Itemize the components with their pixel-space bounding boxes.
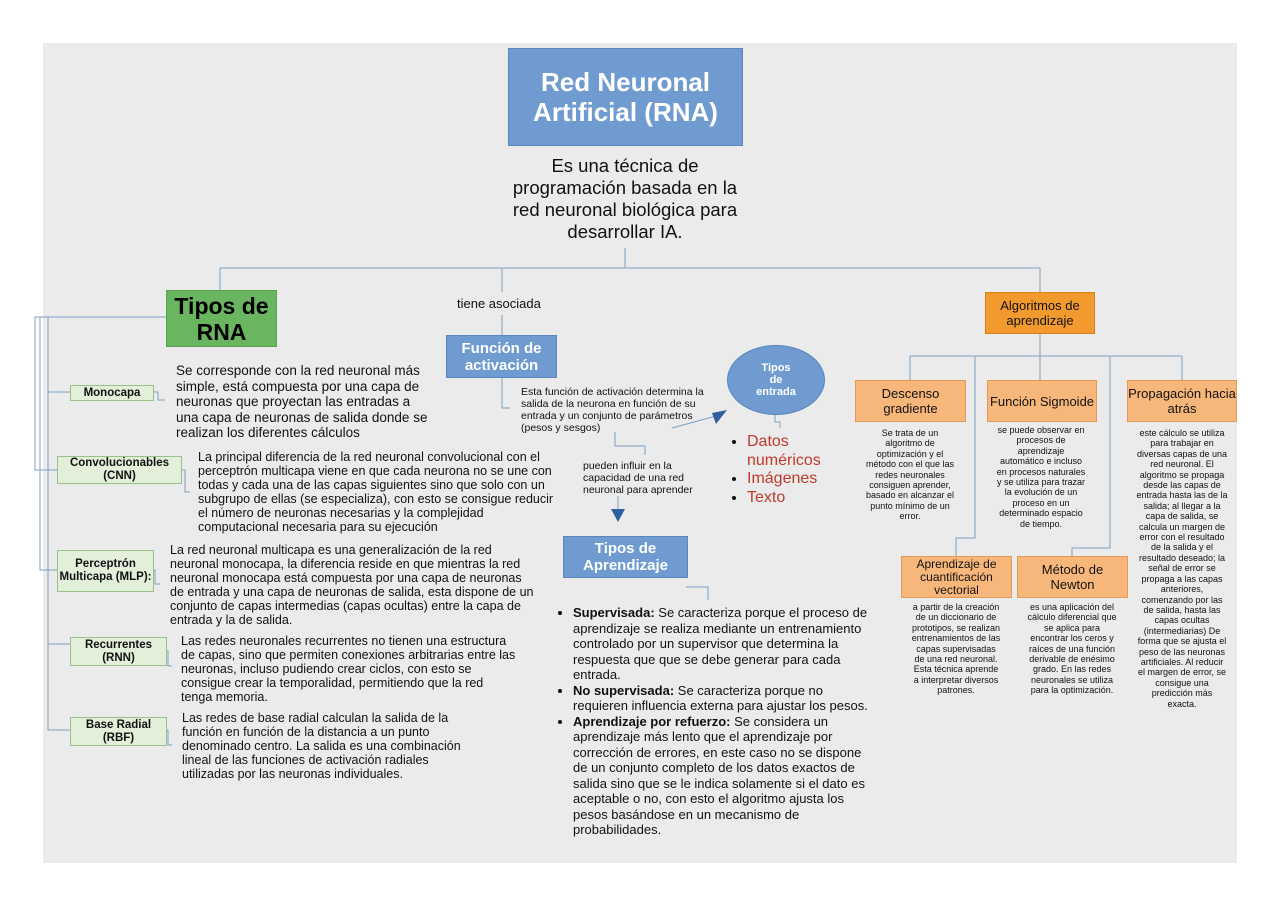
descenso-desc: Se trata de un algoritmo de optimización…	[865, 428, 955, 522]
rbf-label: Base Radial (RBF)	[85, 718, 152, 744]
funcion-activacion-title: Función de activación	[461, 339, 542, 374]
title-box: Red Neuronal Artificial (RNA)	[508, 48, 743, 146]
aprendizaje-item: Aprendizaje por refuerzo: Se considera u…	[573, 714, 869, 838]
sigmoide-box: Función Sigmoide	[987, 380, 1097, 422]
propagacion-box: Propagación hacia atrás	[1127, 380, 1237, 422]
funcion-activacion-desc: Esta función de activación determina la …	[521, 386, 704, 434]
entrada-item: Texto	[747, 489, 847, 508]
tipos-aprendizaje-title: Tipos de Aprendizaje	[582, 540, 669, 574]
main-description: Es una técnica de programación basada en…	[512, 155, 738, 242]
cuantificacion-box: Aprendizaje de cuantificación vectorial	[901, 556, 1012, 598]
aprendizaje-item: Supervisada: Se caracteriza porque el pr…	[573, 605, 869, 683]
rbf-desc: Las redes de base radial calculan la sal…	[182, 711, 461, 781]
cuantificacion-label: Aprendizaje de cuantificación vectorial	[916, 556, 997, 597]
cnn-label: Convolucionables (CNN)	[69, 457, 170, 482]
mlp-label: Perceptrón Multicapa (MLP):	[59, 558, 152, 583]
cnn-desc: La principal diferencia de la red neuron…	[198, 450, 554, 534]
descenso-box: Descenso gradiente	[855, 380, 966, 422]
mlp-desc: La red neuronal multicapa es una general…	[170, 543, 534, 627]
entrada-item: Imágenes	[747, 470, 847, 489]
funcion-activacion-box: Función de activación	[446, 335, 557, 378]
mlp-box: Perceptrón Multicapa (MLP):	[57, 550, 154, 592]
sigmoide-desc: se puede observar en procesos de aprendi…	[996, 425, 1086, 529]
aprendizaje-term: No supervisada:	[573, 682, 675, 698]
newton-label: Método de Newton	[1041, 562, 1104, 592]
tipos-rna-title: Tipos de RNA	[174, 292, 269, 345]
propagacion-desc: este cálculo se utiliza para trabajar en…	[1136, 428, 1228, 709]
rnn-label: Recurrentes (RNN)	[84, 638, 153, 664]
monocapa-box: Monocapa	[70, 385, 154, 401]
connector-tiene-asociada: tiene asociada	[457, 296, 541, 311]
cuantificacion-desc: a partir de la creación de un diccionari…	[911, 602, 1001, 696]
tipos-entrada-list: Datos numéricos Imágenes Texto	[727, 433, 847, 507]
tipos-entrada-ellipse: Tipos de entrada	[727, 345, 825, 415]
aprendizaje-text: Se considera un aprendizaje más lento qu…	[573, 713, 865, 838]
aprendizaje-term: Supervisada:	[573, 605, 655, 620]
tipos-aprendizaje-box: Tipos de Aprendizaje	[563, 536, 688, 578]
influence-text: pueden influir en la capacidad de una re…	[583, 460, 693, 496]
sigmoide-label: Función Sigmoide	[989, 393, 1095, 409]
propagacion-label: Propagación hacia atrás	[1128, 386, 1236, 416]
tipos-rna-box: Tipos de RNA	[166, 290, 277, 347]
rbf-box: Base Radial (RBF)	[70, 717, 167, 746]
newton-desc: es una aplicación del cálculo diferencia…	[1027, 602, 1117, 696]
aprendizaje-text: Se caracteriza porque el proceso de apre…	[573, 605, 868, 682]
rnn-box: Recurrentes (RNN)	[70, 637, 167, 666]
aprendizaje-item: No supervisada: Se caracteriza porque no…	[573, 683, 869, 714]
algoritmos-box: Algoritmos de aprendizaje	[985, 292, 1095, 334]
aprendizaje-text: Se caracteriza porque no requieren influ…	[573, 682, 868, 714]
tipos-aprendizaje-list: Supervisada: Se caracteriza porque el pr…	[547, 605, 869, 838]
rnn-desc: Las redes neuronales recurrentes no tien…	[181, 634, 516, 704]
page-title: Red Neuronal Artificial (RNA)	[533, 67, 718, 127]
monocapa-desc: Se corresponde con la red neuronal más s…	[176, 363, 428, 440]
newton-box: Método de Newton	[1017, 556, 1128, 598]
monocapa-label: Monocapa	[83, 386, 141, 399]
descenso-label: Descenso gradiente	[881, 386, 940, 416]
tipos-entrada-title: Tipos de entrada	[756, 362, 796, 398]
entrada-item: Datos numéricos	[747, 433, 847, 470]
cnn-box: Convolucionables (CNN)	[57, 456, 182, 484]
algoritmos-title: Algoritmos de aprendizaje	[1000, 298, 1080, 328]
aprendizaje-term: Aprendizaje por refuerzo:	[573, 713, 731, 729]
